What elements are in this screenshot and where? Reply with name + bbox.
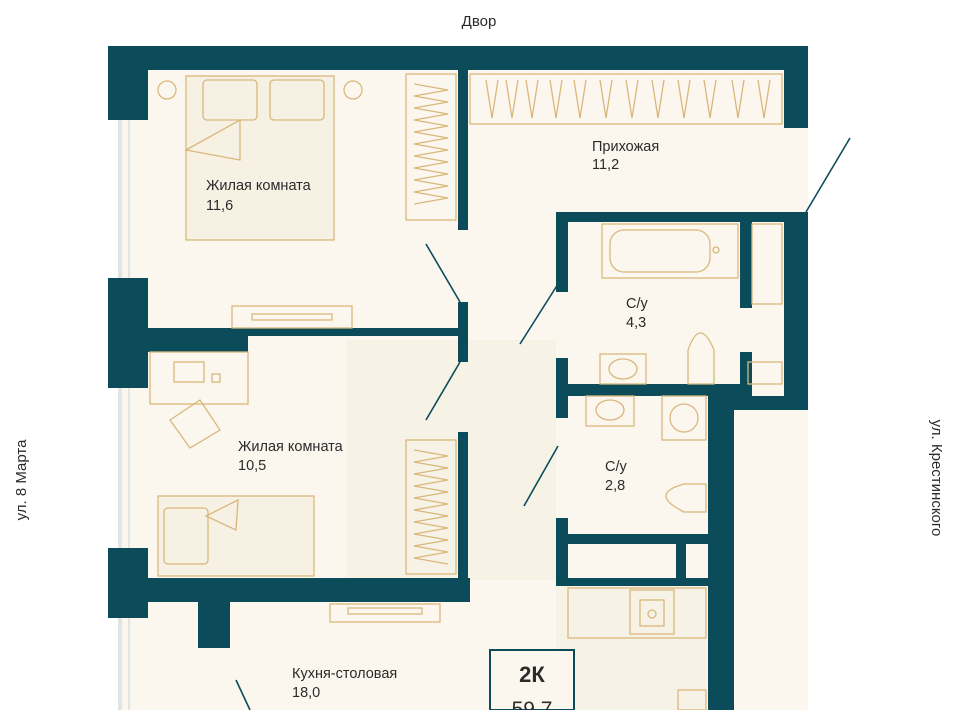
street-top-label: Двор bbox=[462, 13, 497, 30]
room-name-hallway: Прихожая bbox=[592, 139, 659, 155]
walls bbox=[108, 46, 808, 710]
shaft-bathroom-1 bbox=[747, 223, 783, 385]
toilet-bathroom-2 bbox=[665, 483, 707, 513]
tv-unit-bedroom-1 bbox=[231, 305, 353, 329]
sink-bathroom-2 bbox=[585, 395, 635, 427]
room-area-hallway: 11,2 bbox=[592, 157, 619, 173]
room-name-bedroom-2: Жилая комната bbox=[238, 439, 344, 455]
apartment-total-area: 59,7 bbox=[512, 698, 553, 710]
apartment-badge bbox=[489, 649, 575, 710]
room-area-bathroom-2: 2,8 bbox=[605, 478, 625, 494]
wardrobe-hallway bbox=[469, 73, 783, 125]
tv-unit-kitchen bbox=[329, 603, 441, 623]
room-area-bedroom-2: 10,5 bbox=[238, 458, 266, 474]
street-right-label: ул. Крестинского bbox=[928, 420, 945, 537]
wardrobe-bedroom-1 bbox=[405, 73, 457, 221]
room-name-bathroom-1: С/у bbox=[626, 296, 649, 312]
kitchen-counter bbox=[567, 587, 707, 710]
room-area-kitchen: 18,0 bbox=[292, 685, 320, 701]
room-name-kitchen: Кухня-столовая bbox=[292, 666, 397, 682]
wardrobe-bedroom-2 bbox=[405, 439, 457, 575]
room-area-bathroom-1: 4,3 bbox=[626, 315, 646, 331]
sink-bathroom-1 bbox=[599, 353, 647, 385]
room-area-bedroom-1: 11,6 bbox=[206, 198, 233, 214]
bathtub bbox=[601, 223, 739, 279]
toilet-bathroom-1 bbox=[687, 332, 715, 385]
room-name-bathroom-2: С/у bbox=[605, 459, 628, 475]
door-swings bbox=[235, 137, 851, 710]
bed-single bbox=[157, 495, 315, 577]
desk-bedroom-2 bbox=[149, 351, 249, 449]
washing-machine bbox=[661, 395, 707, 441]
room-name-bedroom-1: Жилая комната bbox=[206, 178, 312, 194]
apartment-type: 2К bbox=[519, 662, 545, 687]
bed-double bbox=[157, 75, 363, 241]
street-left-label: ул. 8 Марта bbox=[13, 439, 30, 520]
